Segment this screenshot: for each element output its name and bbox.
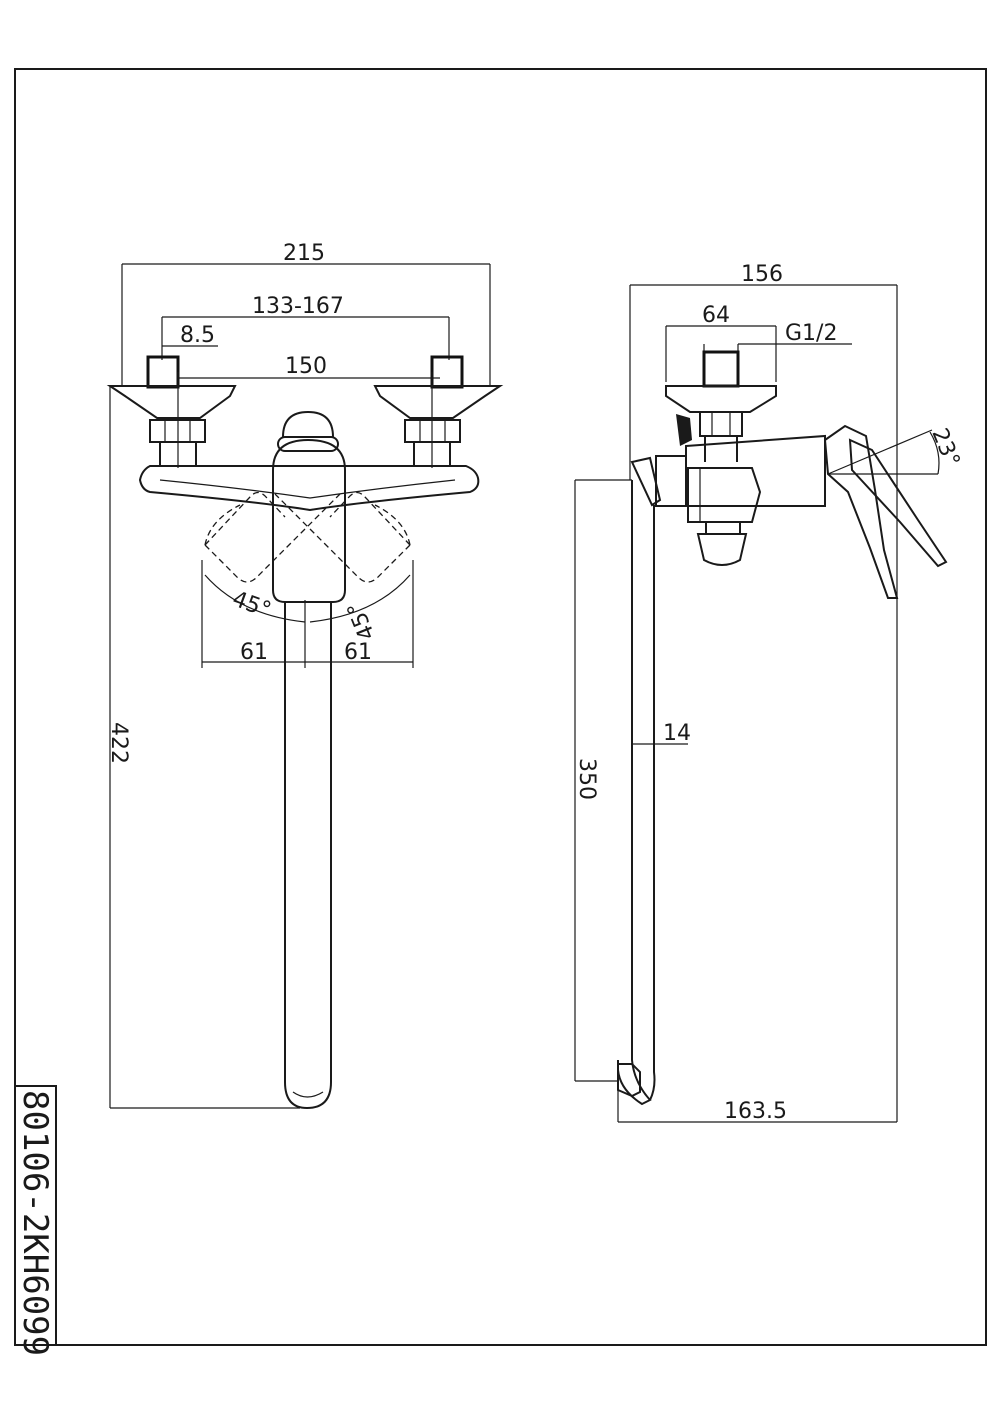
dim-label-61-left: 61 <box>240 640 268 665</box>
dim-label-14: 14 <box>663 721 691 746</box>
wall-flange-side <box>630 414 692 507</box>
dim-label-133-167: 133-167 <box>252 294 344 319</box>
dim-label-150: 150 <box>285 354 327 379</box>
dim-label-61-right: 61 <box>344 640 372 665</box>
dim-label-350: 350 <box>574 758 599 800</box>
dim-label-422: 422 <box>106 722 131 764</box>
side-eccentric <box>665 350 777 462</box>
dim-thread: G1/2 <box>703 321 852 356</box>
dim-inlet-range: 133-167 <box>161 294 450 360</box>
dim-label-g1-2: G1/2 <box>785 321 837 346</box>
model-code: 80106-2KH6099 <box>15 1090 55 1356</box>
spout-side <box>617 480 656 1106</box>
dim-center-distance: 150 <box>178 354 440 379</box>
dim-spout-height: 350 <box>574 479 632 1082</box>
side-view: 156 64 G1/2 <box>574 262 964 1124</box>
dim-overall-width: 215 <box>121 241 491 386</box>
dim-label-163-5: 163.5 <box>724 1099 787 1124</box>
lever-side <box>823 424 948 599</box>
angle-45-left: 45° <box>204 574 306 624</box>
title-block: 80106-2KH6099 <box>14 1085 57 1356</box>
dim-label-156: 156 <box>741 262 783 287</box>
drawing-frame <box>14 68 987 1346</box>
rotation-envelope <box>204 491 411 583</box>
lever-handle <box>272 410 346 603</box>
dim-label-23: 23° <box>926 425 964 471</box>
dim-spout-reach: 163.5 <box>617 1072 897 1124</box>
angle-23: 23° <box>827 425 964 475</box>
right-eccentric <box>373 355 504 468</box>
valve-body-side <box>685 434 826 566</box>
dim-label-8-5: 8.5 <box>180 323 215 348</box>
mixer-body <box>138 465 480 512</box>
angle-45-right: 45° <box>309 574 411 644</box>
dim-eccentric-width: 64 <box>665 303 777 382</box>
dim-spout-diameter: 14 <box>632 721 691 746</box>
dim-label-45-right: 45° <box>343 598 381 644</box>
dim-pipe-size: 8.5 <box>162 323 218 348</box>
dim-label-64: 64 <box>702 303 730 328</box>
spout-front <box>284 602 332 1110</box>
dim-label-45-left: 45° <box>229 587 274 624</box>
left-eccentric <box>106 355 237 468</box>
dim-half-widths: 61 61 <box>201 560 414 668</box>
front-view: 215 133-167 8.5 150 <box>106 241 504 1110</box>
dim-height-422: 422 <box>106 386 300 1109</box>
dim-label-215: 215 <box>283 241 325 266</box>
dim-overall-depth: 156 <box>629 262 898 1122</box>
